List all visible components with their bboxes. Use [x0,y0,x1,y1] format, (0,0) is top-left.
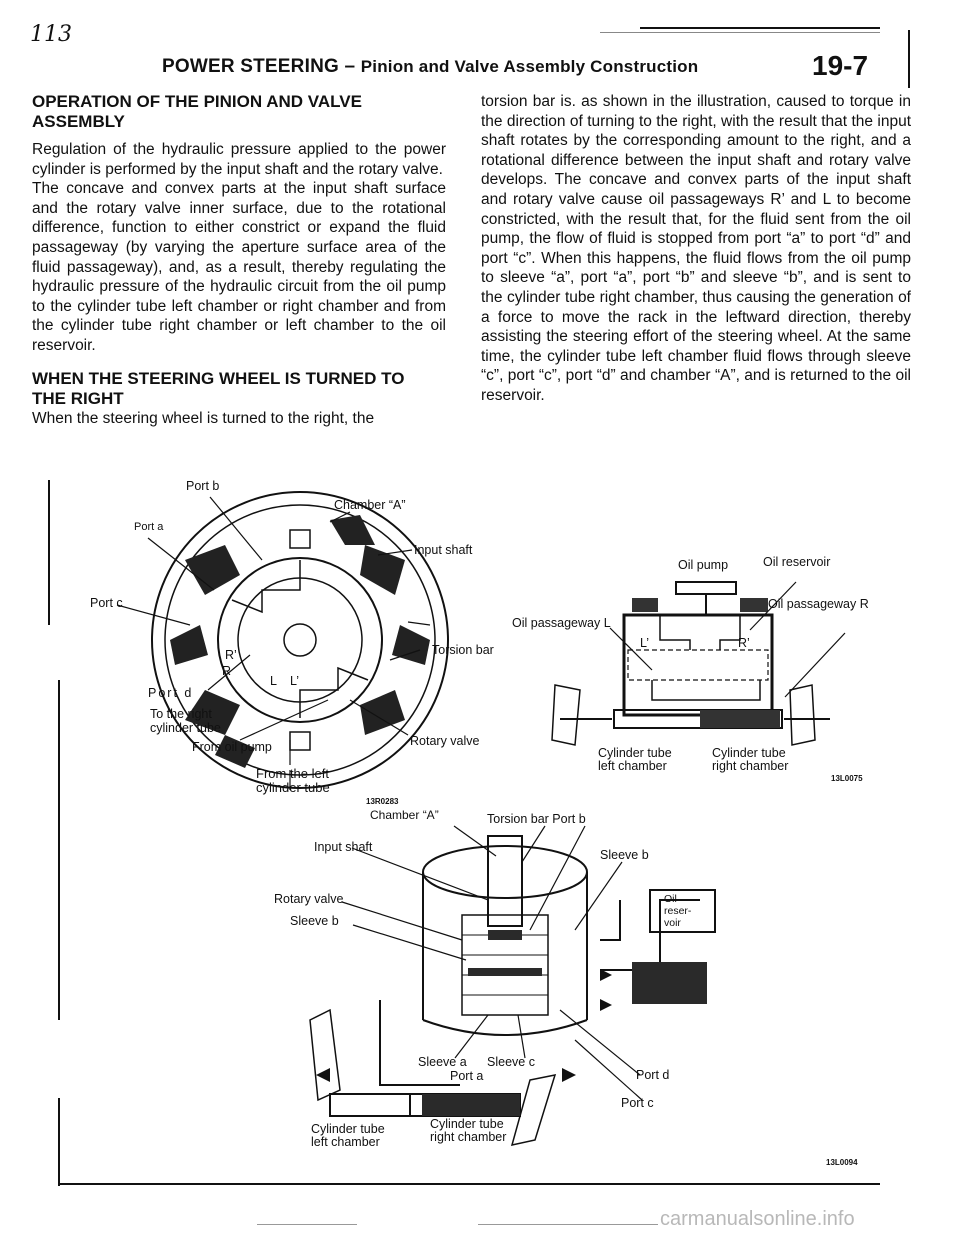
corner-mark [908,30,916,88]
footer-rule [478,1224,658,1225]
footer-rule [257,1224,357,1225]
fig1-label-r: R [222,664,232,678]
fig2-label-right-chamber-line1: Cylinder tube [712,746,786,760]
fig3-label-chamber-a: Chamber “A” [370,808,439,822]
subheading-line2: THE RIGHT [32,388,124,408]
fig1-code: 13R0283 [366,797,399,806]
left-column: OPERATION OF THE PINION AND VALVE ASSEMB… [32,92,446,428]
paragraph-concave-convex: The concave and convex parts at the inpu… [32,180,446,354]
paragraph-regulation: Regulation of the hydraulic pressure app… [32,141,446,178]
fig3-label-sleeve-c: Sleeve c [487,1055,535,1069]
section-heading-line1: OPERATION OF THE PINION AND VALVE [32,92,362,111]
fig1-label-from-left-line1: From the left [256,766,329,781]
fig3-label-input-shaft: Input shaft [314,840,373,854]
fig3-label-left-chamber-line1: Cylinder tube [311,1122,385,1136]
fig3-label-right-chamber-line2: right chamber [430,1130,507,1144]
fig3-code: 13L0094 [826,1158,858,1167]
watermark: carmanualsonline.info [660,1208,855,1230]
fig3-label-port-d: Port d [636,1068,670,1082]
fig1-label-port-a: Port a [134,521,164,533]
fig3-label-oil-reservoir-line1: Oil [664,893,677,905]
fig3-label-sleeve-b-left: Sleeve b [290,914,339,928]
subheading-line1: WHEN THE STEERING WHEEL IS TURNED TO [32,368,405,388]
fig1-label-to-right-line2: cylinder tube [150,721,221,735]
fig3-label-sleeve-a: Sleeve a [418,1055,467,1069]
fig2-label-l-prime: L’ [640,636,650,650]
paragraph-turned-right: When the steering wheel is turned to the… [32,409,375,427]
fig3-label-right-chamber-line1: Cylinder tube [430,1117,504,1131]
header-rule [640,27,880,29]
fig3-label-rotary-valve: Rotary valve [274,892,344,906]
fig3-label-left-chamber-line2: left chamber [311,1135,380,1149]
running-header: POWER STEERING – Pinion and Valve Assemb… [162,56,698,78]
fig2-label-oil-pump: Oil pump [678,558,729,572]
fig1-label-port-b: Port b [186,479,220,493]
fig3-label-port-c: Port c [621,1096,654,1110]
fig1-label-l: L [270,674,277,688]
fig3-label-oil-reservoir-line2: reser- [664,905,692,917]
margin-rule [58,680,60,1020]
fig1-label-rotary-valve: Rotary valve [410,734,480,748]
margin-rule [58,1098,60,1186]
fig1-label-l-prime: L’ [290,674,300,688]
fig2-label-passageway-r: Oil passageway R [768,597,869,611]
fig3-label-torsion-bar-port-b: Torsion bar Port b [487,812,586,826]
right-column: torsion bar is. as shown in the illustra… [481,92,911,406]
fig3-label-port-a: Port a [450,1069,484,1083]
fig3-label-sleeve-b-right: Sleeve b [600,848,649,862]
fig2-code: 13L0075 [831,774,863,783]
fig2-label-left-chamber-line1: Cylinder tube [598,746,672,760]
margin-rule [48,480,50,625]
fig1-label-torsion-bar: Torsion bar [432,643,494,657]
fig1-label-port-c: Port c [90,596,123,610]
handwritten-page-number: 113 [30,22,72,47]
fig1-label-from-left-line2: cylinder tube [256,780,330,795]
paragraph-torsion-bar: torsion bar is. as shown in the illustra… [481,93,911,404]
header-separator: – [344,56,356,77]
fig1-label-from-oil-pump: From oil pump [192,740,272,754]
fig1-label-r-prime: R’ [225,648,237,662]
fig3-label-oil-reservoir-line3: voir [664,917,681,929]
fig2-label-r-prime: R’ [738,636,750,650]
fig2-label-passageway-l: Oil passageway L [512,616,611,630]
fig2-label-oil-reservoir: Oil reservoir [763,555,831,569]
fig1-label-to-right-line1: To the right [150,707,212,721]
fig1-label-chamber-a: Chamber “A” [334,498,406,512]
header-rule-thin [600,32,880,33]
header-section: POWER STEERING [162,56,339,77]
fig2-label-right-chamber-line2: right chamber [712,759,789,773]
header-subsection: Pinion and Valve Assembly Construction [360,57,699,76]
fig2-label-left-chamber-line2: left chamber [598,759,667,773]
bottom-rule [58,1183,880,1185]
fig1-label-port-d: Port d [148,686,194,700]
page-number: 19-7 [812,50,869,81]
fig1-label-input-shaft: Input shaft [414,543,473,557]
section-heading-line2: ASSEMBLY [32,112,125,131]
